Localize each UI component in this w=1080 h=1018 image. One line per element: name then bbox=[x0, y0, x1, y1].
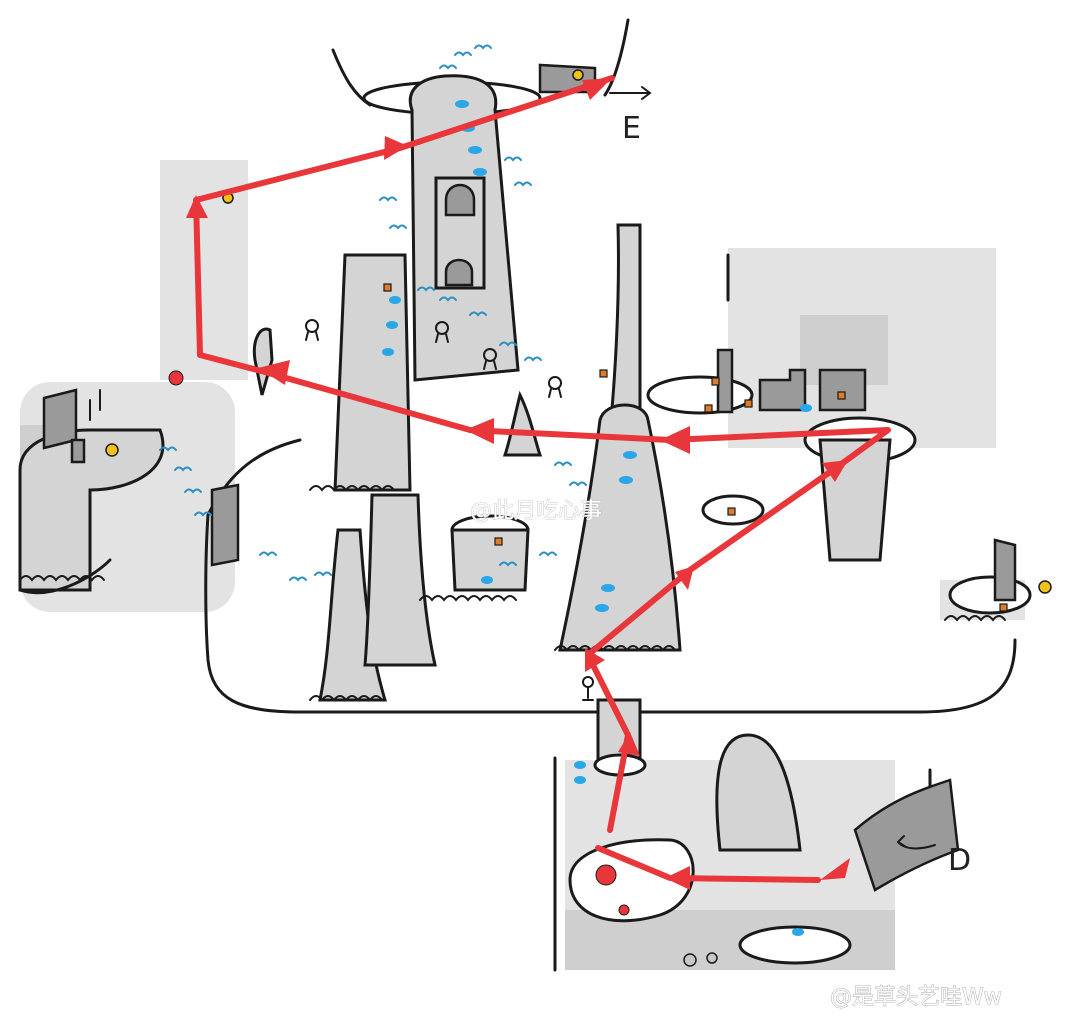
bird-icon bbox=[379, 196, 397, 202]
route-arrow bbox=[258, 360, 290, 385]
gem-icon bbox=[386, 321, 398, 329]
crate-icon bbox=[599, 369, 608, 378]
bird-icon bbox=[554, 461, 572, 467]
crate-icon bbox=[494, 537, 503, 546]
bird-icon bbox=[389, 224, 407, 230]
top-tower bbox=[362, 63, 597, 382]
route-arrow bbox=[665, 866, 690, 890]
bird-icon bbox=[514, 181, 532, 187]
player-marker-icon bbox=[168, 370, 184, 386]
bird-icon bbox=[524, 356, 542, 362]
player-marker-icon bbox=[618, 904, 630, 916]
route-arrow bbox=[384, 136, 408, 160]
lamps bbox=[105, 69, 1052, 594]
character-icon bbox=[582, 676, 594, 701]
bird-icon bbox=[474, 44, 492, 50]
bird-icon bbox=[194, 511, 212, 517]
route-arrow bbox=[585, 648, 605, 672]
crate-icon bbox=[744, 399, 753, 408]
route-arrows bbox=[186, 78, 850, 890]
route-arrow bbox=[822, 460, 848, 482]
bird-icon bbox=[454, 51, 472, 57]
bird-icon bbox=[439, 296, 457, 302]
bird-icon bbox=[314, 571, 332, 577]
exit-east: E bbox=[609, 86, 652, 146]
watermark-corner: @是草头艺哇Ww bbox=[830, 985, 1002, 1010]
crate-icon bbox=[727, 507, 736, 516]
gem-icon bbox=[468, 146, 482, 154]
gem-icon bbox=[619, 476, 633, 484]
gem-icon bbox=[595, 604, 609, 612]
mushroom-creature-icon bbox=[548, 376, 562, 398]
exit-label-door: D bbox=[948, 843, 971, 878]
bird-icon bbox=[469, 311, 487, 317]
route-arrow bbox=[618, 732, 640, 756]
gem-icon bbox=[601, 584, 615, 592]
lamp-icon bbox=[1038, 580, 1052, 594]
bird-icon bbox=[499, 561, 517, 567]
gem-icon bbox=[382, 348, 394, 356]
main-cave-outline bbox=[204, 18, 1017, 972]
bird-icon bbox=[539, 551, 557, 557]
lamp-icon bbox=[105, 443, 119, 457]
route-arrow bbox=[582, 78, 612, 100]
crate-icon bbox=[711, 377, 720, 386]
player-markers bbox=[168, 370, 630, 916]
bird-icon bbox=[184, 488, 202, 494]
crate-icon bbox=[837, 391, 846, 400]
gem-icon bbox=[481, 576, 493, 584]
gem-icon bbox=[623, 451, 637, 459]
pillars bbox=[318, 223, 682, 702]
player-marker-icon bbox=[595, 864, 617, 886]
gem-icon bbox=[574, 776, 586, 784]
mushroom-creature-icon bbox=[305, 319, 319, 341]
route-arrow bbox=[465, 418, 494, 444]
crate-icon bbox=[383, 283, 392, 292]
bird-icon bbox=[417, 286, 435, 292]
mushroom-creature-icon bbox=[483, 348, 497, 370]
bird-icon bbox=[569, 481, 587, 487]
route-arrow bbox=[660, 426, 690, 454]
mid-platforms bbox=[210, 327, 543, 592]
left-room bbox=[18, 388, 165, 595]
route-arrow bbox=[820, 858, 850, 880]
exit-label-east: E bbox=[622, 111, 641, 146]
gem-icon bbox=[574, 761, 586, 769]
crate-icon bbox=[704, 404, 713, 413]
exit-door: D bbox=[897, 835, 971, 878]
gem-icon bbox=[792, 928, 804, 936]
lamp-icon bbox=[572, 69, 584, 81]
mushroom-creature-icon bbox=[435, 321, 449, 343]
watermark-center: @此月吃心事 bbox=[470, 499, 602, 524]
creatures bbox=[305, 319, 594, 701]
crates bbox=[383, 283, 1008, 612]
bird-icon bbox=[289, 576, 307, 582]
birds bbox=[159, 44, 587, 582]
bird-icon bbox=[439, 64, 457, 70]
gem-icon bbox=[800, 404, 812, 412]
grass-edges bbox=[19, 485, 1006, 702]
route-arrow bbox=[186, 195, 208, 218]
gem-icon bbox=[389, 296, 401, 304]
bird-icon bbox=[174, 466, 192, 472]
crate-icon bbox=[999, 603, 1008, 612]
bird-icon bbox=[504, 156, 522, 162]
bird-icon bbox=[159, 446, 177, 452]
route bbox=[193, 75, 891, 883]
gem-icon bbox=[455, 100, 469, 108]
bird-icon bbox=[499, 341, 517, 347]
gem-icon bbox=[473, 168, 487, 176]
route-arrow bbox=[675, 566, 694, 590]
bird-icon bbox=[259, 551, 277, 557]
